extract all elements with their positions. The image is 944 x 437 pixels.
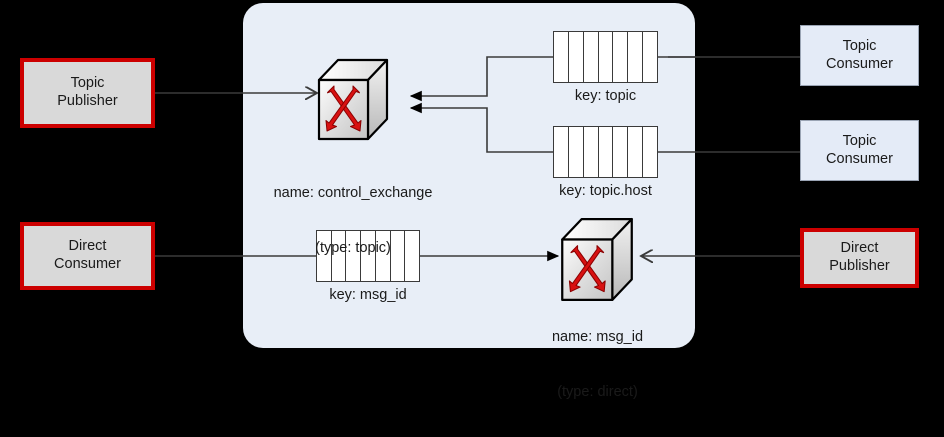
direct-publisher-label-line1: Direct [840,240,879,257]
exchange-3d-box-icon [317,58,389,141]
queue-topic-label: key: topic [574,88,637,104]
queue-topic[interactable] [553,31,658,83]
msg-id-exchange-type-label: (type: direct) [557,383,638,400]
queue-cell [628,32,644,82]
topic-consumer-box-1[interactable]: Topic Consumer [800,25,919,86]
queue-cell [346,231,362,281]
topic-consumer-1-label-line1: Topic [842,37,877,54]
queue-cell [643,127,657,177]
queue-cell [569,127,584,177]
direct-publisher-box[interactable]: Direct Publisher [800,228,919,288]
queue-cell [554,32,569,82]
connector-layer [155,56,800,410]
direct-publisher-label-line2: Publisher [829,258,890,274]
topic-consumer-2-label-line2: Consumer [826,150,893,167]
queue-cell [554,127,569,177]
msg-id-exchange-name-label: name: msg_id [551,329,644,346]
exchange-3d-box-icon [561,217,633,301]
queue-cell [643,32,657,82]
direct-consumer-label-line1: Direct [68,238,107,255]
msg-id-exchange-icon-wrap[interactable] [556,215,638,312]
control-exchange-name-label: name: control_exchange [273,185,433,202]
queue-cell [584,32,599,82]
queue-topic-host-label: key: topic.host [559,183,652,199]
queue-msg-id-label: key: msg_id [329,287,407,303]
queue-cell [332,231,347,281]
topic-publisher-label-line2: Publisher [57,93,118,109]
queue-msg-id[interactable] [316,230,420,282]
direct-consumer-label-line2: Consumer [54,256,121,272]
queue-cell [391,231,406,281]
control-exchange-caption: name: control_exchange (type: topic) [243,148,463,293]
queue-cell [613,32,629,82]
queue-cell [569,32,584,82]
control-exchange-type-label: (type: topic) [315,239,391,256]
topic-publisher-box[interactable]: Topic Publisher [20,58,155,128]
topic-consumer-1-label-line2: Consumer [826,55,893,72]
queue-cell [361,231,376,281]
queue-cell [613,127,629,177]
queue-cell [376,231,391,281]
topic-consumer-box-2[interactable]: Topic Consumer [800,120,919,181]
msg-id-exchange-caption: name: msg_id (type: direct) [500,292,695,437]
diagram-canvas: Topic Publisher Direct Consumer Topic Co… [20,3,919,410]
queue-cell [599,32,614,82]
direct-consumer-box[interactable]: Direct Consumer [20,222,155,290]
queue-topic-host[interactable] [553,126,658,178]
topic-consumer-2-label-line1: Topic [842,132,877,149]
wire-topic-host-queue-to-control-exchange [409,102,553,153]
control-exchange-icon-wrap[interactable] [314,56,392,151]
queue-cell [628,127,644,177]
queue-cell [599,127,614,177]
queue-cell [317,231,332,281]
queue-cell [584,127,599,177]
topic-publisher-label-line1: Topic [70,75,105,92]
